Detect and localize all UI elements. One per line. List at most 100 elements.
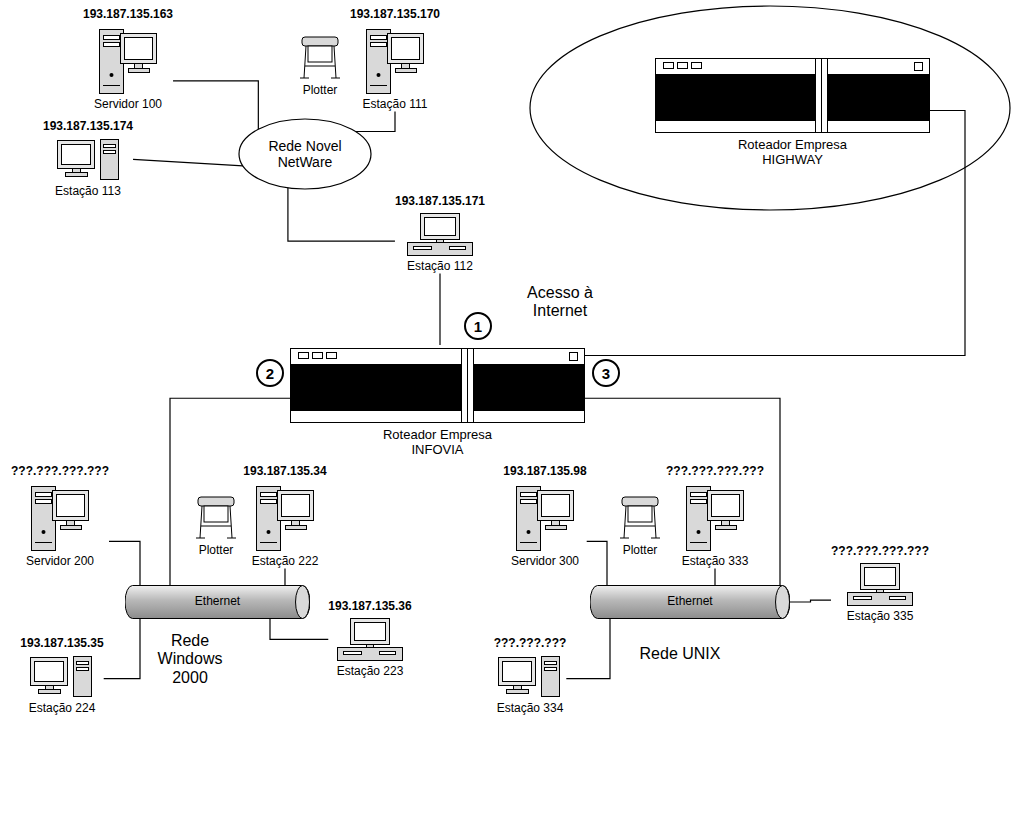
drive-slot <box>414 246 432 249</box>
ip-address: 193.187.135.34 <box>243 465 326 479</box>
router-name: Roteador Empresa HIGHWAY <box>737 138 849 168</box>
workstation: ???.???.???Estação 334 <box>494 637 567 716</box>
plotter-leg <box>334 46 336 78</box>
network-link <box>790 600 831 602</box>
case-line <box>370 85 387 86</box>
network-link <box>104 619 140 679</box>
plotter-label: Plotter <box>303 84 338 98</box>
host-name: Estação 335 <box>847 610 914 624</box>
ip-address: ???.???.???.??? <box>11 465 109 479</box>
computer-icon <box>685 482 745 552</box>
monitor-neck <box>67 520 75 525</box>
plotter-leg <box>654 506 656 538</box>
callout-number: 3 <box>592 359 620 387</box>
drive-slot <box>36 492 52 496</box>
drive-slot <box>260 499 276 503</box>
plotter-icon <box>196 497 236 538</box>
power-button <box>377 73 381 77</box>
ip-address: 193.187.135.36 <box>328 600 411 614</box>
drive-slot <box>104 35 120 39</box>
router-case <box>656 59 930 133</box>
bus-label: Ethernet <box>667 595 712 609</box>
plotter-bar <box>305 66 335 67</box>
drive-slot <box>854 596 872 599</box>
monitor-screen <box>865 567 896 585</box>
case-line <box>690 542 707 543</box>
monitor-frame <box>421 213 460 239</box>
tower-case <box>100 139 118 179</box>
drive-slot <box>545 661 557 664</box>
monitor-neck <box>722 520 730 525</box>
computer-icon <box>56 137 121 182</box>
workstation: 193.187.135.34Estação 222 <box>243 465 326 569</box>
cloud-outline <box>239 119 371 189</box>
server-computer: 193.187.135.98Servidor 300 <box>503 465 586 569</box>
plotter-label: Plotter <box>623 544 658 558</box>
plotter-foot <box>651 538 660 539</box>
monitor-frame <box>53 490 89 520</box>
drive-slot <box>545 667 557 670</box>
monitor-frame <box>57 140 94 168</box>
host-name: Estação 113 <box>55 185 121 199</box>
plotter-bar <box>201 526 231 527</box>
plotter-paper <box>308 46 332 62</box>
network-link <box>585 111 965 356</box>
case-line <box>103 85 120 86</box>
router: Roteador Empresa HIGHWAY <box>655 55 930 168</box>
ip-address: 193.187.135.171 <box>395 195 485 209</box>
plotter-leg <box>304 46 306 78</box>
tower-case <box>256 486 280 550</box>
monitor-screen <box>35 661 64 681</box>
monitor-base <box>39 689 61 693</box>
callout-number: 1 <box>464 312 492 340</box>
monitor-screen <box>425 217 456 235</box>
network-link <box>133 159 243 166</box>
network-label: Rede UNIX <box>640 645 721 663</box>
desktop-case <box>848 592 913 605</box>
power-button <box>42 530 46 534</box>
computer-icon <box>497 654 562 699</box>
drive-slot <box>343 651 361 654</box>
ip-address: 193.187.135.174 <box>43 120 133 134</box>
plotter-paper <box>628 506 652 522</box>
router-led <box>678 63 688 69</box>
host-name: Estação 333 <box>682 555 749 569</box>
divider-line <box>821 59 822 133</box>
drive-slot <box>450 246 466 249</box>
tower-case <box>687 486 711 550</box>
workstation: 193.187.135.171Estação 112 <box>395 195 485 274</box>
highway-zone <box>530 6 1010 210</box>
network-link <box>284 569 285 585</box>
monitor-neck <box>514 685 522 689</box>
monitor-frame <box>121 33 157 63</box>
router: Roteador Empresa INFOVIA <box>290 345 585 458</box>
desktop-case <box>337 647 402 660</box>
drive-slot <box>371 42 387 46</box>
tower-case <box>367 29 391 93</box>
monitor-screen <box>281 494 309 516</box>
drive-slot <box>103 144 115 147</box>
monitor-screen <box>541 494 569 516</box>
network-link <box>173 81 258 129</box>
plotter-body <box>198 497 234 506</box>
plotter-body <box>622 497 658 506</box>
workstation: 193.187.135.174Estação 113 <box>43 120 133 199</box>
plotter-foot <box>300 78 309 79</box>
cylinder-cap <box>776 586 790 619</box>
computer-icon <box>255 482 315 552</box>
host-name: Estação 222 <box>252 555 319 569</box>
drive-slot <box>520 492 536 496</box>
router-icon <box>290 348 585 423</box>
plotter-label: Plotter <box>199 544 234 558</box>
case-line <box>260 542 277 543</box>
monitor-frame <box>31 657 68 685</box>
monitor-screen <box>392 37 420 59</box>
plotter-icon <box>620 497 660 538</box>
monitor-neck <box>135 63 143 68</box>
plotter-paper <box>204 506 228 522</box>
server-computer: 193.187.135.163Servidor 100 <box>83 8 173 112</box>
router-case <box>291 349 585 423</box>
host-name: Estação 111 <box>363 98 428 112</box>
network-link <box>356 112 395 132</box>
